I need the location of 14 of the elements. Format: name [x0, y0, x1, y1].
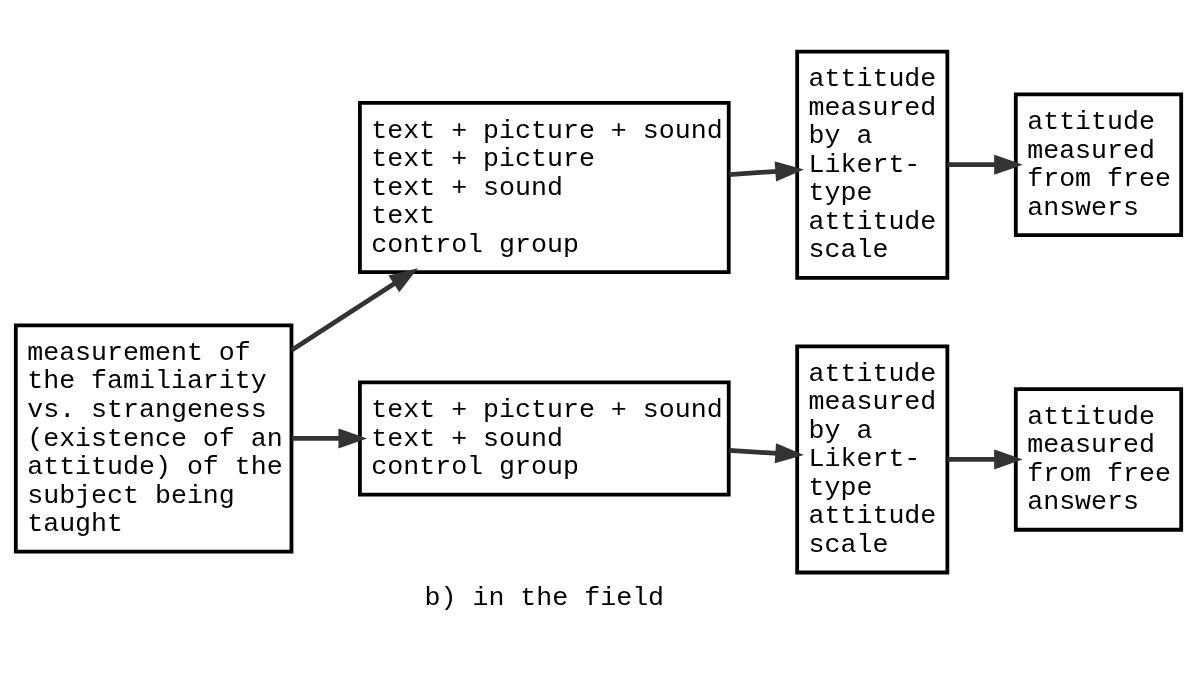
node-box: attitude measured from free answers: [1013, 386, 1184, 532]
node-box: attitude measured by a Likert-type attitude scale: [795, 343, 950, 574]
arrow: [728, 442, 804, 463]
arrow: [947, 448, 1023, 469]
node-box: attitude measured by a Likert-type attitude scale: [795, 49, 950, 280]
node-box: attitude measured from free answers: [1013, 91, 1184, 237]
arrow: [291, 428, 367, 448]
node-box: measurement of the familiarity vs. strangeness (existence of an attitude) of the subject being taught: [13, 322, 294, 553]
label: b) in the field: [424, 582, 665, 613]
node-box: text + picture + sound text + picture text + sound text control group: [358, 100, 731, 274]
node-box: text + picture + sound text + sound control group: [358, 380, 731, 496]
arrow: [728, 160, 804, 181]
arrow: [947, 154, 1023, 175]
arrow: [290, 267, 418, 352]
